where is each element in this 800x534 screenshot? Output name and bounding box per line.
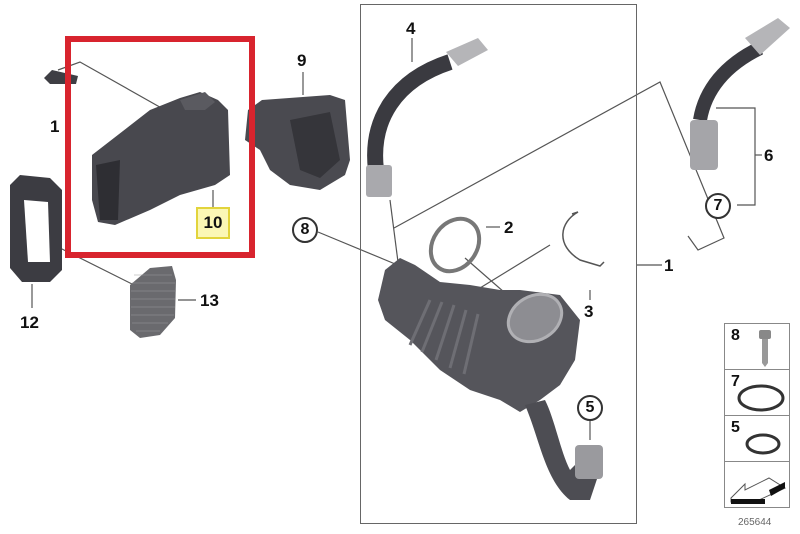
small-parts-legend: 8 7 5 [724, 323, 790, 508]
part-4-shape [366, 38, 488, 197]
part-1-assembly [378, 258, 603, 500]
legend-item-8: 8 [725, 324, 789, 370]
part-label-9: 9 [297, 51, 307, 70]
highlight-box [65, 36, 255, 258]
bolt-icon [759, 330, 771, 367]
arrow-icon [730, 477, 787, 504]
part-10-shape [92, 92, 230, 225]
part-label-7-circled: 7 [705, 193, 731, 219]
legend-item-7: 7 [725, 370, 789, 416]
assembly-1-frame [360, 4, 637, 524]
part-label-3: 3 [584, 302, 594, 321]
o-ring-large-icon [737, 384, 785, 412]
part-label-1-left: 1 [50, 117, 60, 136]
part-12-shape [10, 175, 62, 282]
document-id: 265644 [738, 517, 772, 528]
part-label-13: 13 [200, 291, 219, 310]
part-label-5-circled: 5 [577, 395, 603, 421]
part-6-shape [690, 18, 790, 170]
o-ring-small-icon [745, 433, 781, 455]
part-label-1-right: 1 [664, 256, 674, 275]
part-9-shape [245, 95, 350, 190]
part-label-8-circled: 8 [292, 217, 318, 243]
part-13-shape [130, 266, 176, 338]
part-label-2: 2 [504, 218, 514, 237]
legend-item-arrow [725, 462, 789, 507]
legend-item-5: 5 [725, 416, 789, 462]
part-label-10-highlighted[interactable]: 10 [196, 207, 230, 239]
part-label-6: 6 [764, 146, 774, 165]
part-3-clip [562, 211, 605, 267]
part-label-12: 12 [20, 313, 39, 332]
part-2-ring [428, 216, 482, 274]
part-label-4: 4 [406, 19, 416, 38]
